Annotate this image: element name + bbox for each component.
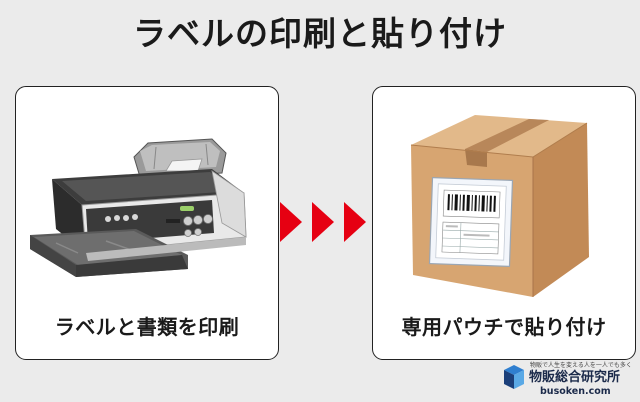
barcode-icon: [441, 189, 501, 255]
page-title: ラベルの印刷と貼り付け: [133, 14, 507, 53]
logo-name: 物販総合研究所: [529, 370, 621, 385]
arrow-icons: [280, 202, 366, 242]
step-card-print: ラベルと書類を印刷: [15, 86, 279, 360]
step-caption: ラベルと書類を印刷: [54, 315, 240, 339]
step-caption: 専用パウチで貼り付け: [401, 315, 607, 339]
arrow-right-icon: [344, 202, 366, 242]
cardboard-box-icon: [410, 115, 589, 297]
arrow-right-icon: [312, 202, 334, 242]
step-card-attach: 専用パウチで貼り付け: [372, 86, 636, 360]
company-logo: 物販で人生を変える人を一人でも多く 物販総合研究所 busoken.com: [500, 360, 636, 400]
arrow-right-icon: [280, 202, 302, 242]
logo-tagline: 物販で人生を変える人を一人でも多く: [530, 362, 632, 369]
logo-domain: busoken.com: [540, 386, 611, 397]
printer-icon: [30, 138, 247, 277]
logo-cube-icon: [504, 365, 524, 389]
